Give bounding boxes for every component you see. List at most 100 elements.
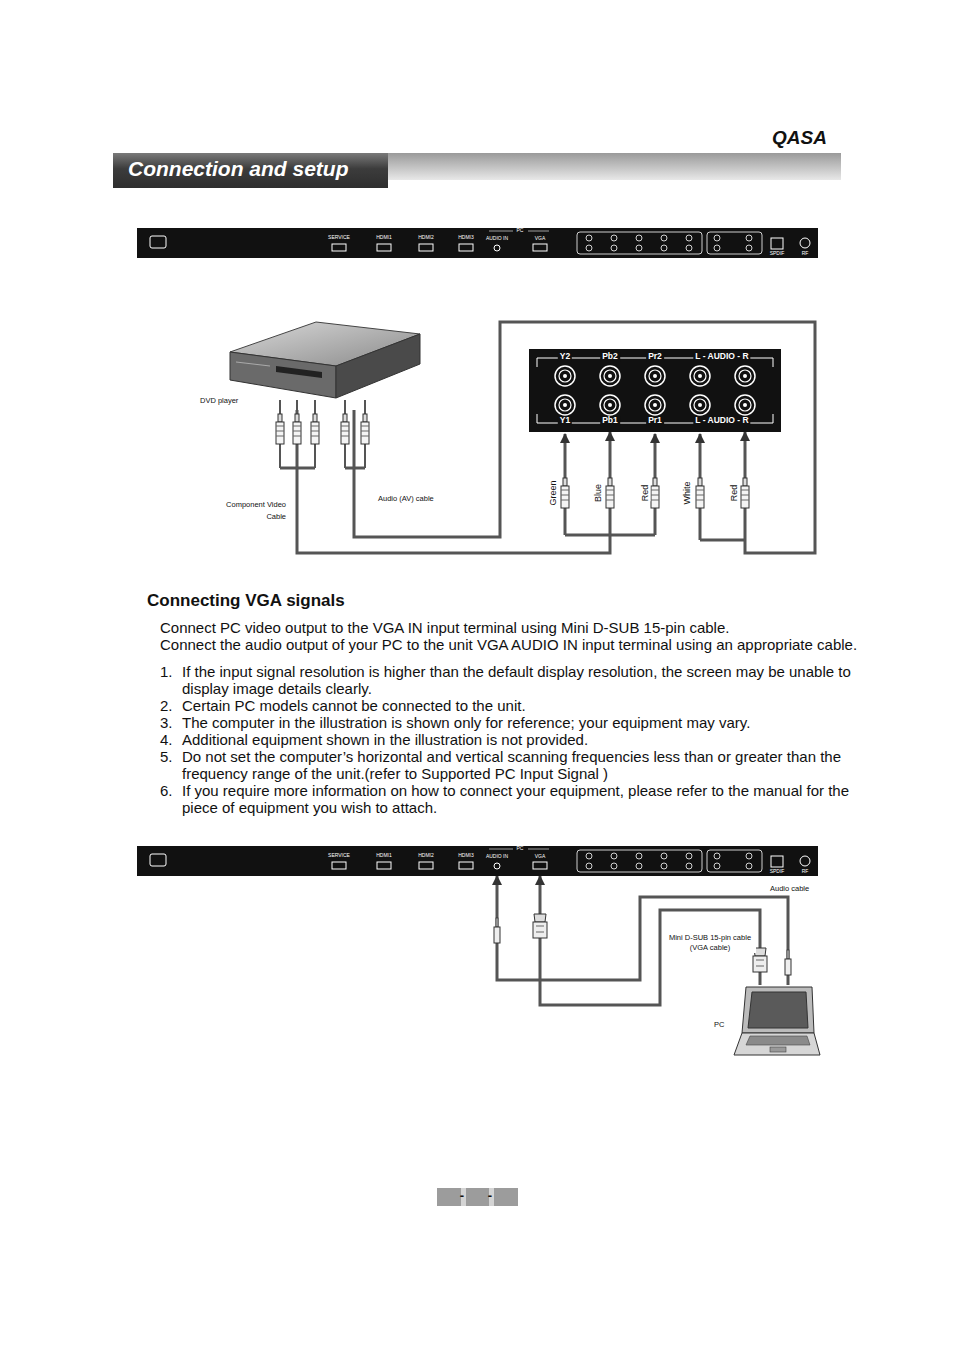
rca-plug-grip xyxy=(606,495,614,496)
mini-jack xyxy=(586,245,592,251)
audio-in-jack xyxy=(494,863,500,869)
port-label: SERVICE xyxy=(328,235,350,241)
rca-plug-grip xyxy=(606,490,614,491)
mini-plug-body xyxy=(785,959,791,975)
mini-plug-tip xyxy=(496,918,498,927)
rca-plug-tip xyxy=(698,478,702,486)
list-item: If you require more information on how t… xyxy=(182,782,862,816)
mini-jack xyxy=(611,853,617,859)
rca-plug-tip xyxy=(295,414,299,422)
rca-jack-ring xyxy=(649,399,661,411)
rca-plug-body xyxy=(741,486,749,508)
rca-plug-body xyxy=(311,422,319,444)
rca-plug-grip xyxy=(293,426,301,427)
port-label: AUDIO IN xyxy=(486,854,508,860)
vga-plug-body xyxy=(533,922,547,938)
port-label: HDMI2 xyxy=(418,235,434,241)
mini-jack xyxy=(636,245,642,251)
rca-plug-grip xyxy=(696,495,704,496)
rca-plug-grip xyxy=(651,495,659,496)
av-cluster xyxy=(707,232,762,254)
port-icon xyxy=(377,862,391,869)
mini-jack xyxy=(714,245,720,251)
rca-plug-tip xyxy=(313,414,317,422)
panel-ports xyxy=(137,228,818,258)
rca-plug-grip xyxy=(341,426,349,427)
mini-jack xyxy=(611,235,617,241)
rca-jack-pin xyxy=(653,374,657,378)
rca-plug-grip xyxy=(696,500,704,501)
pc-bracket xyxy=(489,231,513,232)
vga-plug-screw xyxy=(756,960,764,961)
list-number: 4. xyxy=(160,731,173,748)
rca-jack xyxy=(645,395,665,415)
component-cluster xyxy=(577,232,702,254)
pc-bracket xyxy=(528,849,549,850)
mini-jack xyxy=(661,245,667,251)
rca-jack-ring xyxy=(694,370,706,382)
rca-plug-grip xyxy=(741,500,749,501)
rca-jack-pin xyxy=(608,403,612,407)
cable-arrow xyxy=(564,434,567,535)
laptop-base xyxy=(734,1033,820,1055)
laptop-drawing xyxy=(710,985,822,1061)
rca-jack-ring xyxy=(649,370,661,382)
port-label: VGA xyxy=(535,236,546,242)
rca-plug-body xyxy=(361,422,369,444)
row-rule xyxy=(537,358,538,367)
port-label: RF xyxy=(802,251,809,257)
list-item: Certain PC models cannot be connected to… xyxy=(182,697,862,714)
rca-jack-ring xyxy=(559,399,571,411)
port-label: Y1 xyxy=(558,416,572,426)
list-number: 6. xyxy=(160,782,173,799)
list-item: Additional equipment shown in the illust… xyxy=(182,731,862,748)
port-label: PC xyxy=(714,1021,724,1030)
cable-arrow xyxy=(654,434,657,535)
mini-jack xyxy=(586,863,592,869)
row-rule xyxy=(537,414,538,423)
rca-jack-pin xyxy=(743,374,747,378)
rca-plug-grip xyxy=(361,431,369,432)
rca-plug-grip xyxy=(311,431,319,432)
mini-jack xyxy=(661,853,667,859)
list-number: 1. xyxy=(160,663,173,680)
rca-jack xyxy=(690,395,710,415)
back-panel: SERVICEHDMI1HDMI2HDMI3PCAUDIO INVGASPDIF… xyxy=(137,846,818,876)
rca-plug-grip xyxy=(561,490,569,491)
rca-jack xyxy=(645,366,665,386)
rca-plug-grip xyxy=(293,431,301,432)
av-cluster xyxy=(707,850,762,872)
rca-jack xyxy=(555,366,575,386)
port-label: Pb1 xyxy=(600,416,620,426)
port-label: HDMI3 xyxy=(458,853,474,859)
audio-in-jack xyxy=(494,245,500,251)
rca-plug-grip xyxy=(741,490,749,491)
rca-jack-pin xyxy=(743,403,747,407)
row-rule xyxy=(773,414,774,423)
rca-plug-grip xyxy=(651,490,659,491)
rca-jack-ring xyxy=(604,399,616,411)
ac-socket xyxy=(150,854,166,866)
port-label: SERVICE xyxy=(328,853,350,859)
port-label: SPDIF xyxy=(770,251,785,257)
spdif-port xyxy=(771,238,783,249)
port-label: HDMI2 xyxy=(418,853,434,859)
wire-color: Red xyxy=(729,485,740,502)
rca-plug-grip xyxy=(361,436,369,437)
rca-plug-tip xyxy=(278,414,282,422)
mini-jack xyxy=(714,863,720,869)
rca-plug-tip xyxy=(653,478,657,486)
list-number: 5. xyxy=(160,748,173,765)
rca-jack-ring xyxy=(739,399,751,411)
header-band-shade xyxy=(388,153,841,180)
port-label: DVD player xyxy=(200,397,238,406)
mini-jack xyxy=(746,853,752,859)
mini-jack xyxy=(636,853,642,859)
cable-label: Component Video Cable xyxy=(212,499,286,523)
port-label: Pb2 xyxy=(600,352,620,362)
rca-plug-grip xyxy=(293,436,301,437)
rca-plug-body xyxy=(651,486,659,508)
port-label: Pr2 xyxy=(646,352,664,362)
port-label: HDMI1 xyxy=(376,853,392,859)
rf-port xyxy=(800,238,810,248)
